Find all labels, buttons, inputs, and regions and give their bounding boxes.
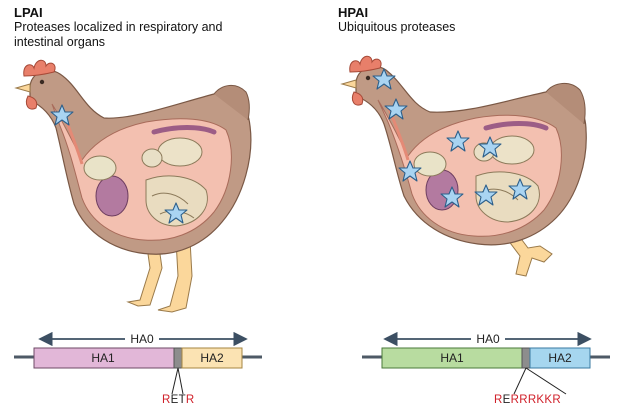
hpai-ha1-label: HA1 xyxy=(440,351,464,365)
hpai-comb xyxy=(349,55,382,73)
cleavage-residue: K xyxy=(536,394,545,406)
hpai-cleavage-site: RERRRKKR xyxy=(494,394,561,406)
lpai-ha2-label: HA2 xyxy=(200,351,224,365)
cleavage-residue: R xyxy=(519,394,528,406)
cleavage-residue: R xyxy=(510,394,520,406)
lpai-comb xyxy=(23,59,56,77)
hpai-ha0-diagram: HA0 HA1 HA2 xyxy=(362,331,610,395)
hpai-subtitle: Ubiquitous proteases xyxy=(338,20,456,34)
cleavage-residue: R xyxy=(162,394,171,406)
lpai-cleavage-site: RETR xyxy=(162,394,195,406)
lpai-ha0-diagram: HA0 HA1 HA2 xyxy=(14,331,262,395)
lpai-ha0-label: HA0 xyxy=(130,332,154,346)
hpai-title: HPAI xyxy=(338,5,369,20)
hpai-legs xyxy=(507,231,553,277)
hpai-chicken xyxy=(340,55,587,277)
hpai-ha0-label: HA0 xyxy=(476,332,500,346)
cleavage-residue: E xyxy=(502,394,511,406)
lpai-linker xyxy=(173,347,183,369)
lpai-subtitle: Proteases localized in respiratory and i… xyxy=(14,20,223,49)
hpai-ha2-label: HA2 xyxy=(548,351,572,365)
lpai-title: LPAI xyxy=(14,5,43,20)
hpai-linker xyxy=(521,347,531,369)
hpai-ha2-segment xyxy=(529,347,591,369)
cleavage-residue: R xyxy=(527,394,537,406)
lpai-ha1-label: HA1 xyxy=(91,351,115,365)
lpai-chicken xyxy=(14,59,252,313)
cleavage-residue: R xyxy=(185,394,195,406)
lpai-ha2-segment xyxy=(181,347,243,369)
cleavage-residue: T xyxy=(178,394,186,406)
cleavage-residue: E xyxy=(170,394,179,406)
cleavage-residue: K xyxy=(544,394,553,406)
cleavage-residue: R xyxy=(494,394,503,406)
cleavage-residue: R xyxy=(552,394,561,406)
